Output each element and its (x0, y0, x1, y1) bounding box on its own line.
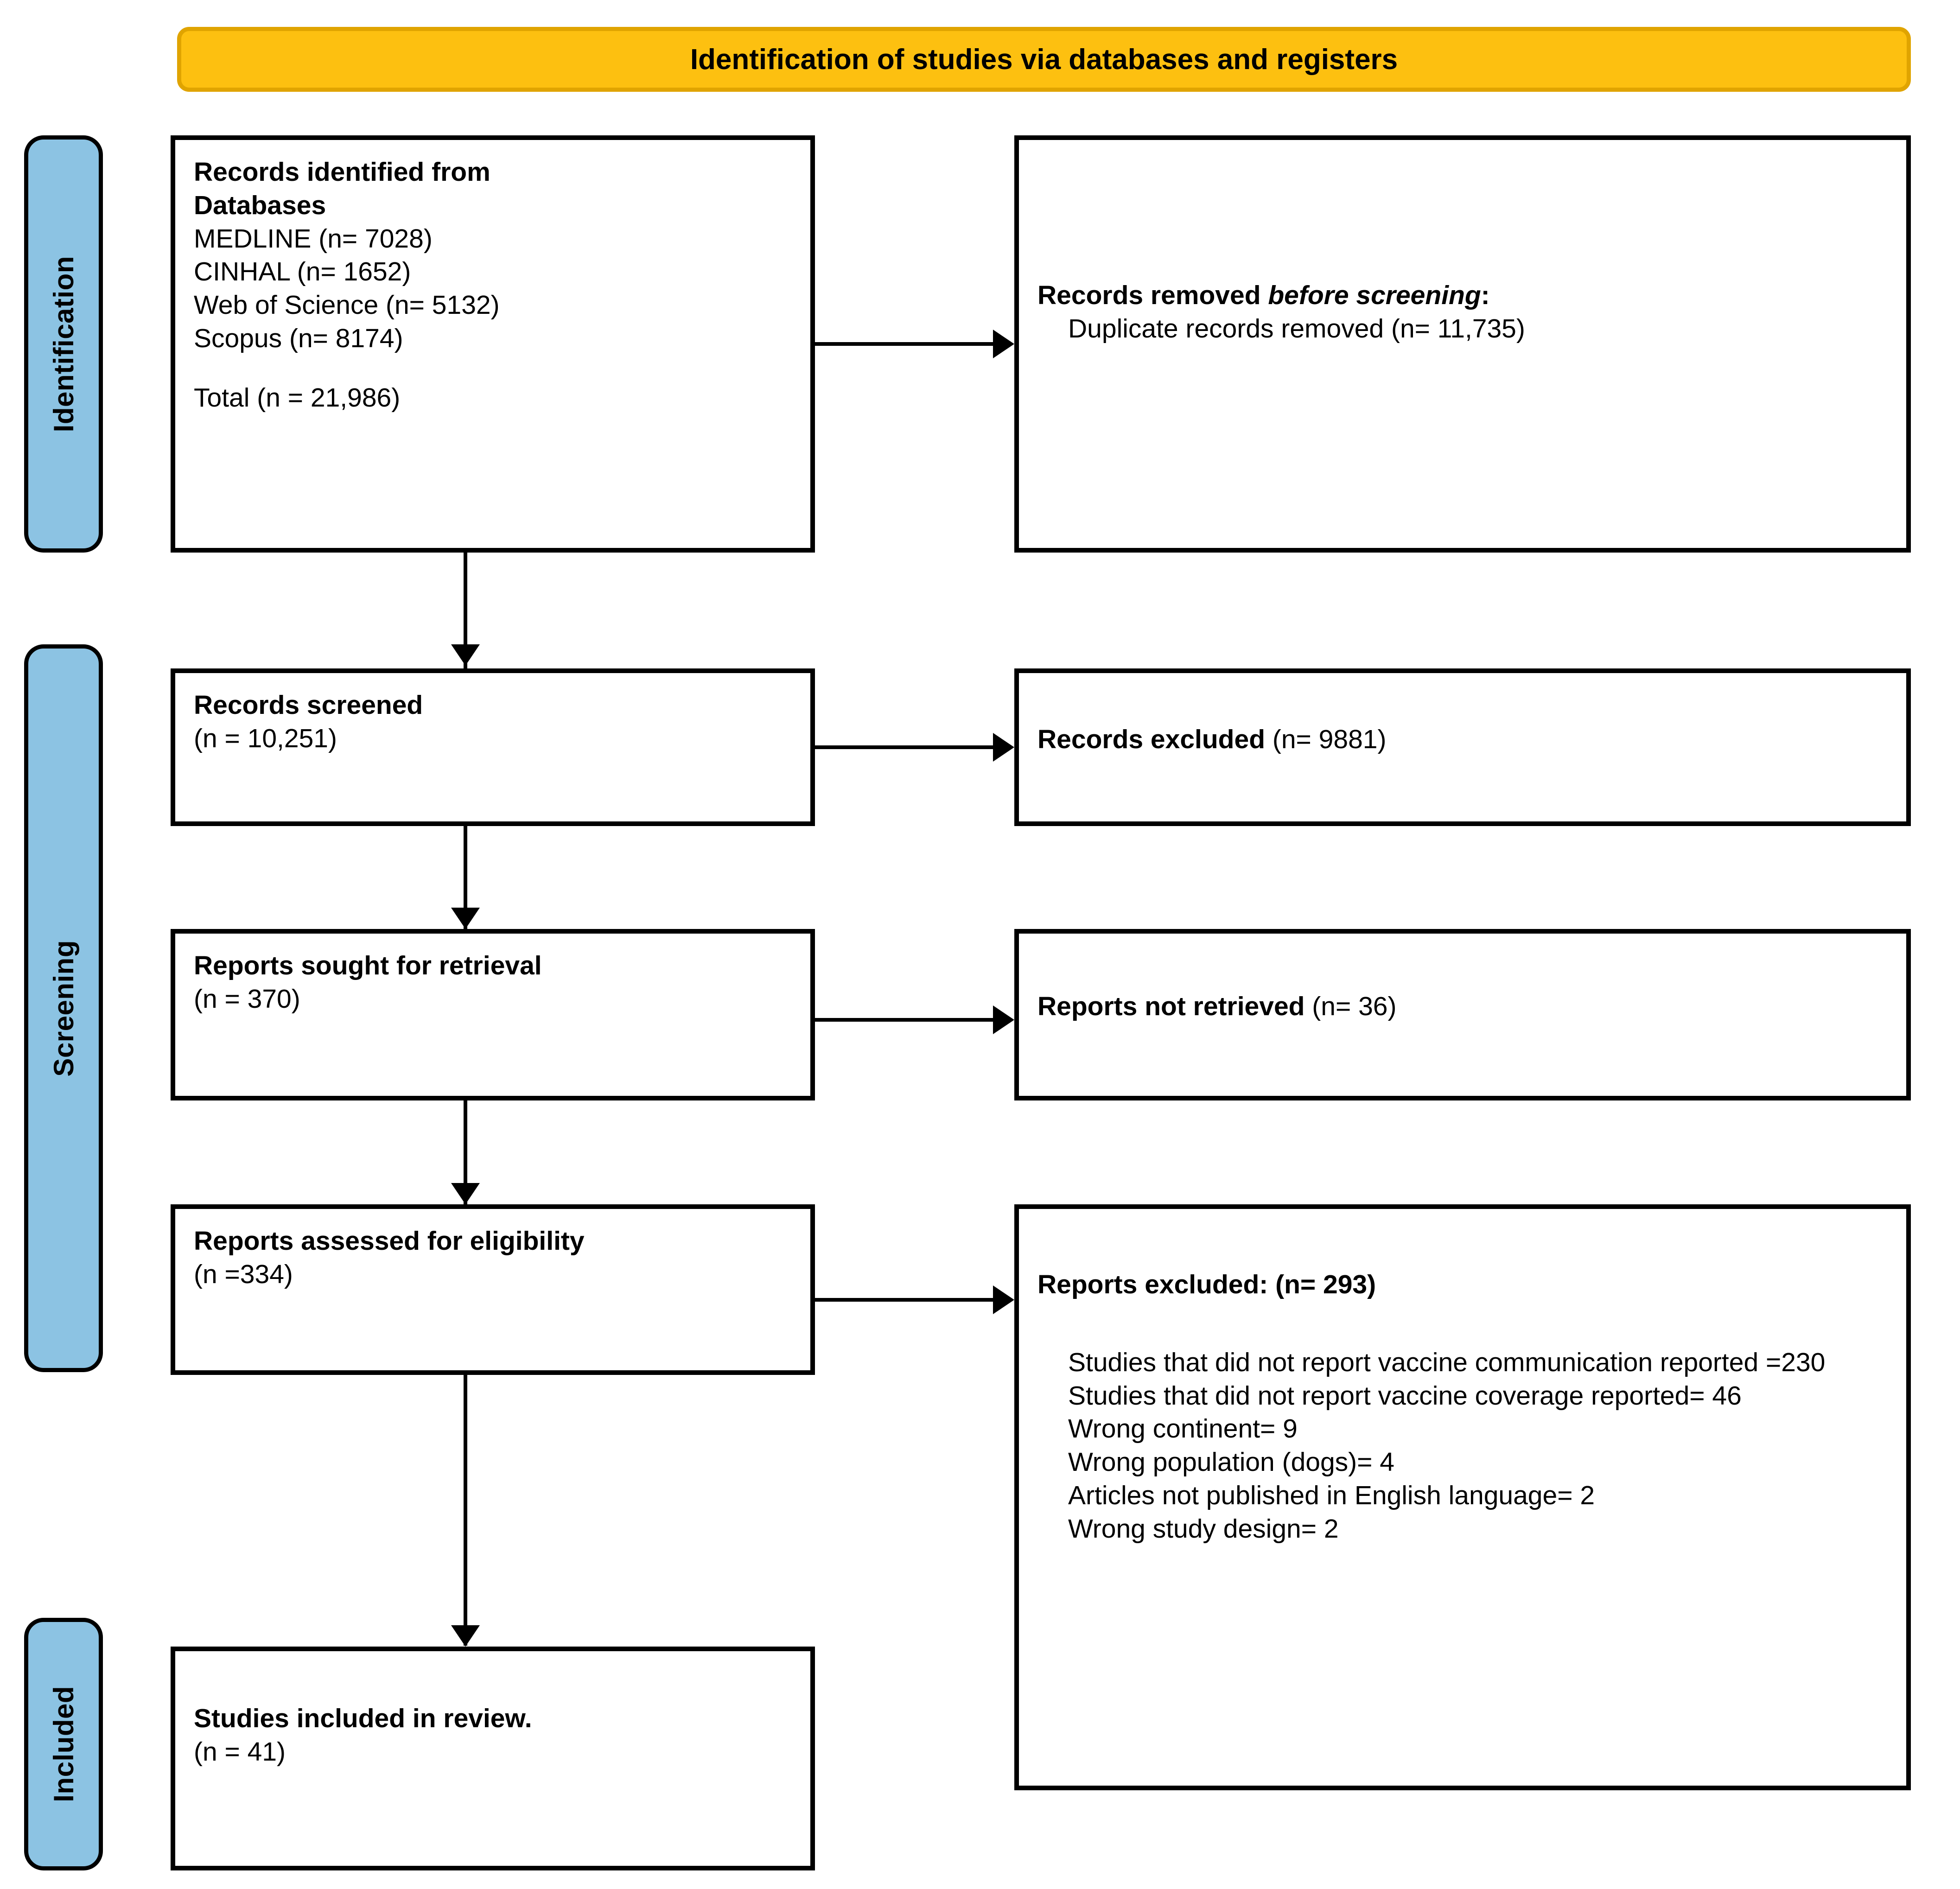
box-reports-sought-content: Reports sought for retrieval (n = 370) (194, 949, 792, 1016)
box-records-excluded-content: Records excluded (n= 9881) (1037, 723, 1888, 757)
source-web-of-science: Web of Science (n= 5132) (194, 290, 500, 320)
arrow-screened-to-excluded (815, 745, 996, 749)
banner-title: Identification of studies via databases … (690, 43, 1398, 76)
box-records-identified-content: Records identified from Databases MEDLIN… (194, 156, 792, 415)
phase-included: Included (24, 1618, 103, 1870)
reports-not-retrieved-count: (n= 36) (1312, 992, 1397, 1021)
box-reports-not-retrieved-content: Reports not retrieved (n= 36) (1037, 990, 1888, 1024)
arrow-identified-to-screened (464, 553, 467, 668)
records-identified-total: Total (n = 21,986) (194, 382, 401, 413)
records-identified-spacer (194, 356, 792, 382)
phase-identification-label: Identification (48, 255, 79, 432)
reports-excluded-heading: Reports excluded: (n= 293) (1037, 1270, 1376, 1299)
box-records-screened: Records screened (n = 10,251) (171, 668, 815, 826)
arrow-sought-to-not-retrieved (815, 1018, 996, 1022)
records-screened-count: (n = 10,251) (194, 723, 337, 753)
records-removed-heading-prefix: Records removed (1037, 280, 1268, 310)
duplicate-records-removed: Duplicate records removed (n= 11,735) (1068, 313, 1525, 343)
arrow-screened-to-excluded-head (993, 733, 1014, 762)
box-studies-included: Studies included in review. (n = 41) (171, 1647, 815, 1870)
reports-not-retrieved-heading: Reports not retrieved (1037, 992, 1312, 1021)
records-identified-heading-line2: Databases (194, 190, 326, 220)
source-scopus: Scopus (n= 8174) (194, 324, 403, 354)
exclusion-reason-no-vaccine-coverage: Studies that did not report vaccine cove… (1068, 1380, 1742, 1411)
exclusion-reason-wrong-population: Wrong population (dogs)= 4 (1068, 1447, 1394, 1477)
reports-not-retrieved-line: Reports not retrieved (n= 36) (1037, 990, 1888, 1024)
box-records-excluded: Records excluded (n= 9881) (1014, 668, 1911, 826)
box-reports-excluded-content: Reports excluded: (n= 293) Studies that … (1037, 1268, 1888, 1546)
arrow-identified-to-removed (815, 342, 996, 346)
studies-included-heading: Studies included in review. (194, 1704, 532, 1733)
arrow-screened-to-sought (464, 826, 467, 929)
box-records-removed-content: Records removed before screening: Duplic… (1037, 279, 1888, 346)
arrow-identified-to-screened-head (451, 644, 480, 666)
records-identified-heading-line1: Records identified from (194, 157, 490, 187)
exclusion-reason-wrong-continent: Wrong continent= 9 (1068, 1414, 1298, 1444)
records-excluded-count: (n= 9881) (1272, 725, 1387, 754)
arrow-assessed-to-included (464, 1375, 467, 1646)
box-studies-included-content: Studies included in review. (n = 41) (194, 1702, 792, 1769)
records-removed-heading-suffix: : (1481, 280, 1490, 310)
box-records-identified: Records identified from Databases MEDLIN… (171, 135, 815, 553)
arrow-assessed-to-excluded-head (993, 1285, 1014, 1314)
records-removed-heading: Records removed before screening: (1037, 279, 1888, 312)
reports-sought-heading: Reports sought for retrieval (194, 951, 542, 980)
records-excluded-heading: Records excluded (1037, 725, 1273, 754)
phase-included-label: Included (48, 1686, 79, 1802)
reports-excluded-spacer (1037, 1302, 1888, 1346)
phase-screening: Screening (24, 644, 103, 1372)
reports-assessed-count: (n =334) (194, 1259, 293, 1289)
phase-screening-label: Screening (48, 940, 79, 1077)
arrow-screened-to-sought-head (451, 908, 480, 929)
exclusion-reason-wrong-study-design: Wrong study design= 2 (1068, 1514, 1339, 1544)
records-removed-heading-italic: before screening (1268, 280, 1481, 310)
reports-assessed-heading: Reports assessed for eligibility (194, 1226, 585, 1256)
phase-identification: Identification (24, 135, 103, 553)
box-records-removed: Records removed before screening: Duplic… (1014, 135, 1911, 553)
diagram-banner: Identification of studies via databases … (177, 27, 1911, 92)
arrow-sought-to-assessed-head (451, 1183, 480, 1204)
source-cinhal: CINHAL (n= 1652) (194, 257, 411, 287)
arrow-assessed-to-included-head (451, 1625, 480, 1647)
box-reports-assessed: Reports assessed for eligibility (n =334… (171, 1204, 815, 1375)
source-medline: MEDLINE (n= 7028) (194, 223, 433, 254)
studies-included-count: (n = 41) (194, 1736, 286, 1767)
box-reports-assessed-content: Reports assessed for eligibility (n =334… (194, 1225, 792, 1291)
records-excluded-line: Records excluded (n= 9881) (1037, 723, 1888, 757)
box-reports-not-retrieved: Reports not retrieved (n= 36) (1014, 929, 1911, 1100)
arrow-sought-to-assessed (464, 1100, 467, 1204)
records-screened-heading: Records screened (194, 690, 423, 720)
box-reports-excluded: Reports excluded: (n= 293) Studies that … (1014, 1204, 1911, 1790)
arrow-identified-to-removed-head (993, 330, 1014, 358)
reports-sought-count: (n = 370) (194, 984, 300, 1014)
exclusion-reason-no-vaccine-communication: Studies that did not report vaccine comm… (1068, 1347, 1826, 1377)
arrow-sought-to-not-retrieved-head (993, 1005, 1014, 1034)
exclusion-reason-not-english: Articles not published in English langua… (1068, 1481, 1595, 1511)
box-records-screened-content: Records screened (n = 10,251) (194, 689, 792, 756)
box-reports-sought: Reports sought for retrieval (n = 370) (171, 929, 815, 1100)
arrow-assessed-to-excluded (815, 1298, 996, 1302)
